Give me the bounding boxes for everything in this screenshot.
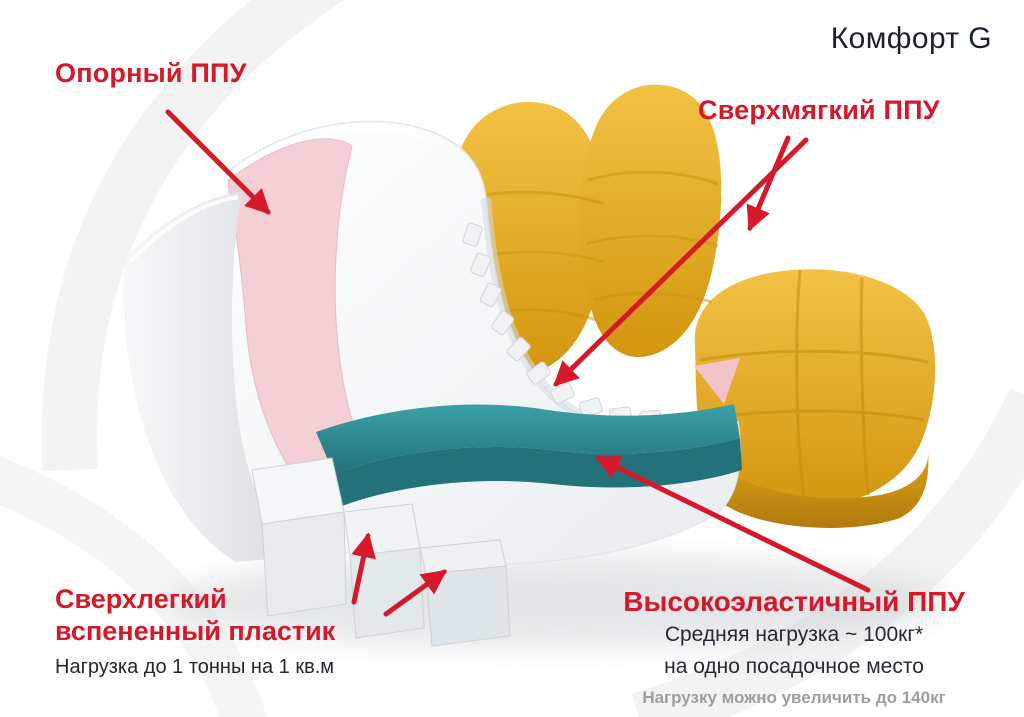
callout-high-elastic-foam-line2: на одно посадочное место	[664, 654, 924, 678]
outer-foam-shell	[123, 192, 301, 562]
page-title: Комфорт G	[830, 22, 992, 55]
callout-ultralight-plastic-label: Сверхлегкий вспененный пластик	[55, 584, 336, 646]
callout-high-elastic-foam: Высокоэластичный ППУ Средняя нагрузка ~ …	[598, 586, 990, 708]
pink-wedge-right	[694, 358, 740, 404]
teal-high-elastic-layer	[316, 404, 742, 506]
arrow-supersoft-short	[746, 135, 791, 232]
convolute-foam-teeth	[462, 222, 662, 427]
arrow-support-foam	[165, 109, 271, 215]
callout-high-elastic-foam-note: Нагрузку можно увеличить до 140кг	[642, 687, 946, 707]
arrow-ultralight-right	[383, 569, 448, 617]
annotation-arrows	[165, 109, 871, 617]
arrow-high-elastic	[594, 455, 871, 593]
callout-high-elastic-foam-label: Высокоэластичный ППУ	[623, 586, 965, 617]
arrow-ultralight-left	[351, 532, 376, 605]
callout-ultralight-plastic: Сверхлегкий вспененный пластик Нагрузка …	[55, 584, 375, 679]
callout-ultralight-plastic-note: Нагрузка до 1 тонны на 1 кв.м	[55, 655, 334, 678]
arrow-supersoft-long	[553, 137, 809, 387]
callout-support-foam-label: Опорный ППУ	[55, 58, 247, 88]
callout-supersoft-foam-label: Сверхмягкий ППУ	[698, 95, 940, 125]
callout-high-elastic-foam-line1: Средняя нагрузка ~ 100кг*	[664, 623, 924, 647]
